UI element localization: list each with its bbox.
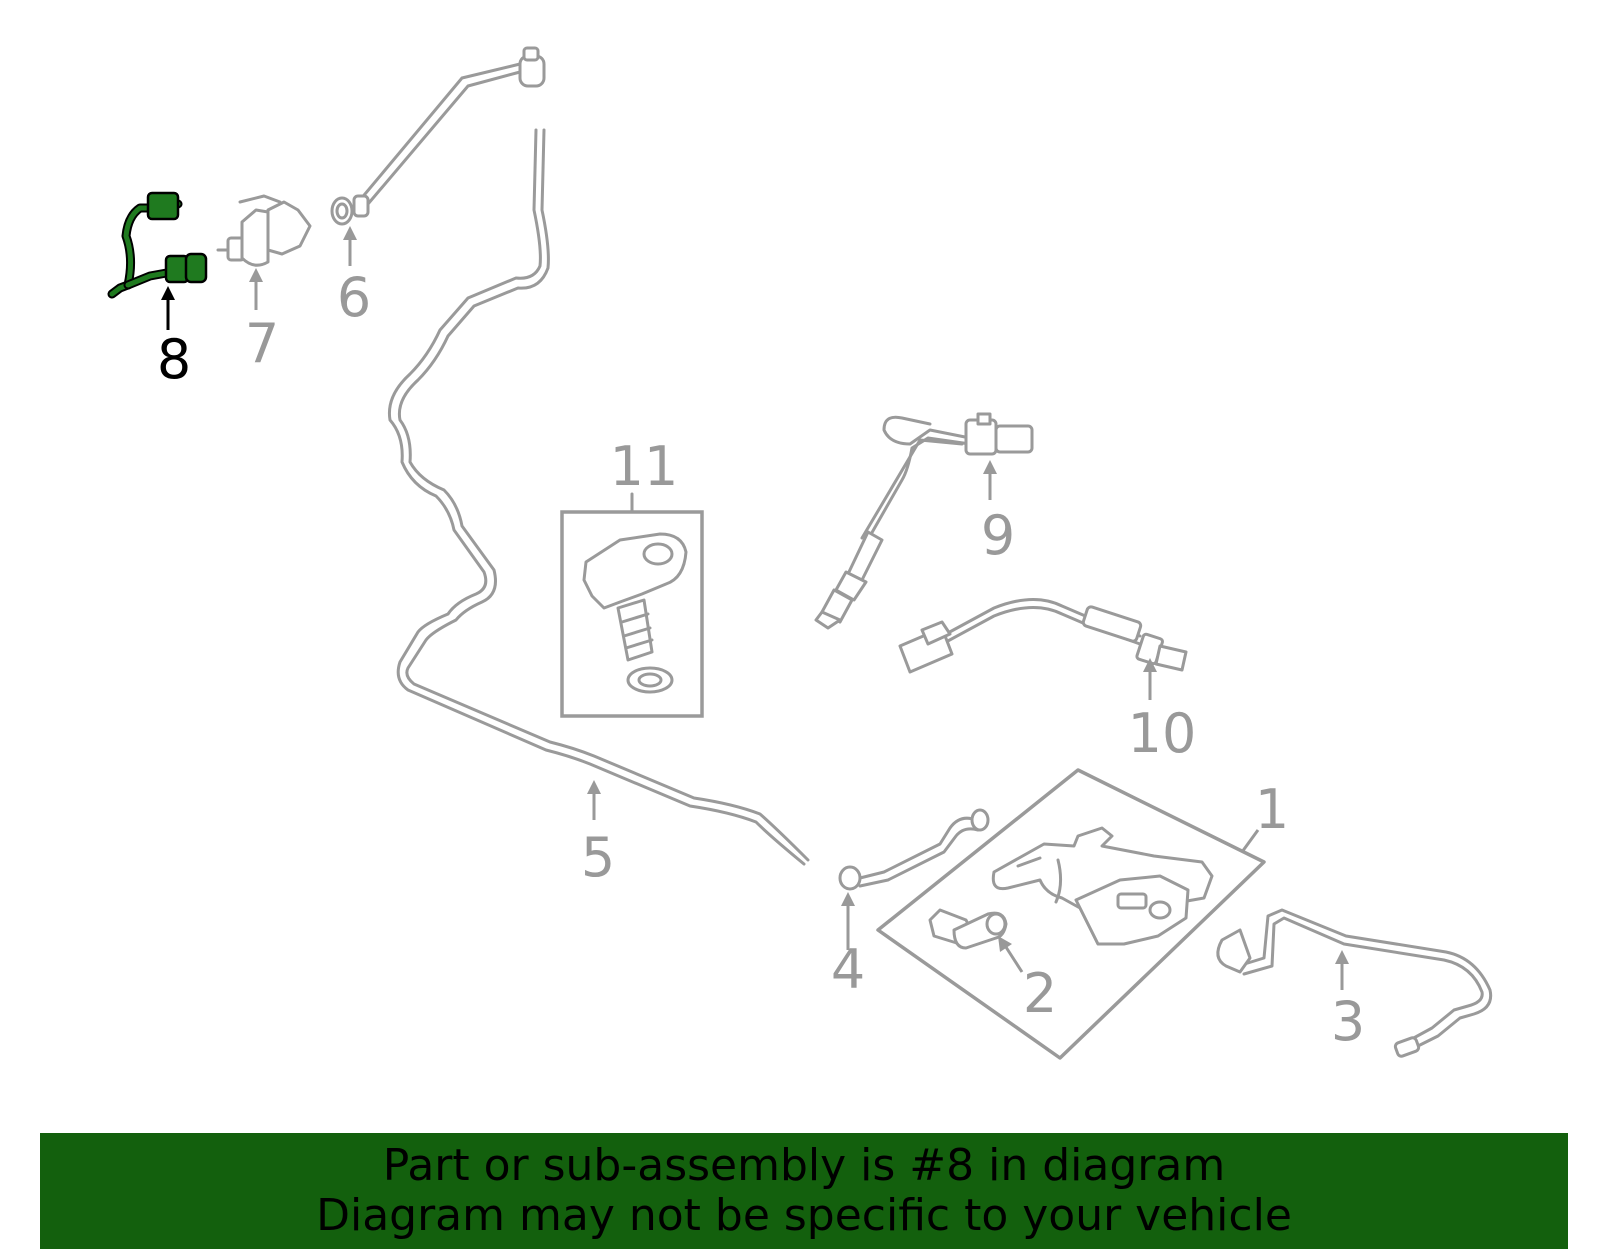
callout-2[interactable]: 2 [1023, 962, 1057, 1025]
part-1-canister[interactable] [876, 768, 1266, 1060]
callout-6[interactable]: 6 [337, 266, 371, 329]
callout-1[interactable]: 1 [1255, 778, 1289, 841]
part-11-sensor[interactable] [560, 492, 704, 718]
part-9-sensor[interactable] [814, 412, 1034, 630]
callout-arrow-3 [1335, 950, 1349, 990]
callout-11[interactable]: 11 [610, 435, 679, 498]
callout-arrow-6 [343, 226, 357, 266]
part-10-sensor[interactable] [898, 597, 1188, 674]
callout-arrow-10 [1143, 658, 1157, 700]
part-5-line[interactable] [387, 128, 810, 866]
callout-4[interactable]: 4 [831, 938, 865, 1001]
callout-5[interactable]: 5 [581, 826, 615, 889]
callout-arrow-4 [841, 892, 855, 950]
part-6-hose[interactable] [330, 46, 546, 226]
part-7-valve[interactable] [216, 194, 312, 267]
part-3-line[interactable] [1216, 908, 1493, 1058]
callout-3[interactable]: 3 [1331, 990, 1365, 1053]
callout-8[interactable]: 8 [157, 328, 191, 391]
callout-arrow-9 [983, 460, 997, 500]
callout-arrow-5 [587, 780, 601, 820]
callout-arrow-8 [161, 286, 175, 330]
part-2-valve[interactable] [928, 908, 1008, 950]
info-banner: Part or sub-assembly is #8 in diagram Di… [40, 1133, 1568, 1249]
part-8-hose[interactable] [107, 191, 208, 299]
banner-line-disclaimer: Diagram may not be specific to your vehi… [316, 1190, 1292, 1241]
callout-9[interactable]: 9 [981, 504, 1015, 567]
callout-10[interactable]: 10 [1128, 702, 1197, 765]
callout-arrow-2 [998, 936, 1024, 973]
part-4-hose[interactable] [838, 808, 990, 891]
callout-arrow-7 [249, 268, 263, 310]
banner-line-part-number: Part or sub-assembly is #8 in diagram [382, 1140, 1226, 1191]
callout-7[interactable]: 7 [245, 312, 279, 375]
callout-leader-1 [1240, 829, 1260, 853]
